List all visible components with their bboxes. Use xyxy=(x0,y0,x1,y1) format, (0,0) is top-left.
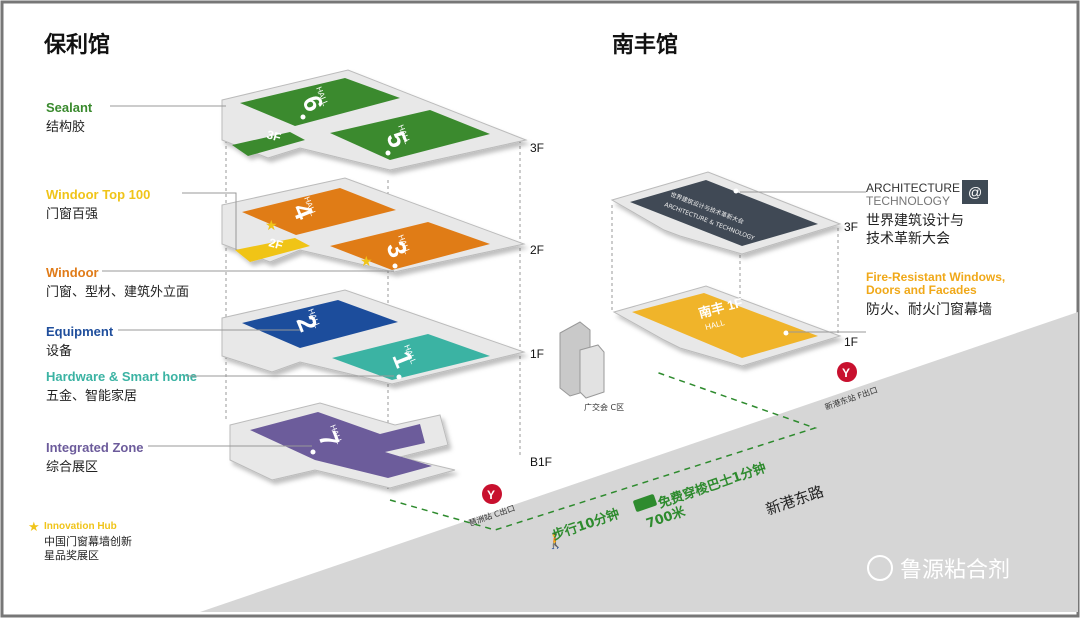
hall-2-area[interactable] xyxy=(242,300,398,348)
svg-text:Sealant: Sealant xyxy=(46,100,93,115)
legend-equipment: Equipment 设备 xyxy=(46,324,300,359)
hall-3-area[interactable] xyxy=(330,222,490,270)
hall-6-marker xyxy=(300,114,306,120)
legend-integrated: Integrated Zone 综合展区 xyxy=(46,440,312,475)
floor-1f-nanfeng xyxy=(612,285,842,367)
hall-1-area[interactable] xyxy=(332,334,490,380)
svg-text:广交会 C区: 广交会 C区 xyxy=(584,402,624,412)
floor-1f-poly xyxy=(221,289,526,385)
floor-label-2f: 2F xyxy=(530,243,544,257)
floor-label-n3f: 3F xyxy=(844,220,858,234)
svg-text:Equipment: Equipment xyxy=(46,324,114,339)
legend-innovation: ★ Innovation Hub 中国门窗幕墙创新 星品奖展区 xyxy=(28,519,132,562)
legend-windoor: Windoor 门窗、型材、建筑外立面 xyxy=(46,265,394,300)
legend-windoor-top: Windoor Top 100 门窗百强 xyxy=(46,187,237,250)
hall-4-area[interactable] xyxy=(242,188,396,235)
svg-text:Integrated Zone: Integrated Zone xyxy=(46,440,144,455)
svg-text:世界建筑设计与: 世界建筑设计与 xyxy=(866,213,964,229)
svg-text:综合展区: 综合展区 xyxy=(46,460,98,475)
svg-text:鲁源粘合剂: 鲁源粘合剂 xyxy=(900,558,1010,583)
hall-5-area[interactable] xyxy=(330,110,490,160)
svg-text:TECHNOLOGY: TECHNOLOGY xyxy=(866,194,950,208)
floor-3f-nanfeng xyxy=(610,171,842,255)
legend-sealant: Sealant 结构胶 xyxy=(46,100,226,135)
svg-text:ARCHITECTURE: ARCHITECTURE xyxy=(866,181,960,195)
svg-text:设备: 设备 xyxy=(46,343,72,359)
floor-label-b1f: B1F xyxy=(530,455,552,469)
hall-3f-number: 3F xyxy=(265,127,282,144)
nanfeng-1f-hall-area[interactable] xyxy=(632,293,818,358)
watermark: 鲁源粘合剂 xyxy=(867,555,1010,583)
hall-7-area[interactable] xyxy=(250,412,432,478)
svg-text:结构胶: 结构胶 xyxy=(46,119,85,135)
metro-f-icon xyxy=(837,362,857,382)
architecture-badge xyxy=(962,180,988,204)
architecture-badge-icon: @ xyxy=(968,184,982,200)
floor-2f-poly xyxy=(221,177,526,273)
svg-text:中国门窗幕墙创新: 中国门窗幕墙创新 xyxy=(44,534,132,548)
svg-text:Doors and Facades: Doors and Facades xyxy=(866,283,977,297)
nanfeng-building-outline xyxy=(611,205,839,360)
legend-architecture: ARCHITECTURE TECHNOLOGY @ 世界建筑设计与 技术革新大会 xyxy=(740,180,988,247)
svg-text:星品奖展区: 星品奖展区 xyxy=(44,548,99,562)
legend-hardware: Hardware & Smart home 五金、智能家居 xyxy=(46,369,394,404)
floor-3f-poly xyxy=(221,69,528,171)
svg-text:防火、耐火门窗幕墙: 防火、耐火门窗幕墙 xyxy=(866,301,992,318)
poly-hall-title: 保利馆 xyxy=(43,32,110,58)
svg-text:门窗百强: 门窗百强 xyxy=(46,206,98,222)
nanfeng-1f-marker xyxy=(783,330,789,336)
floor-label-1f: 1F xyxy=(530,347,544,361)
svg-text:Windoor: Windoor xyxy=(46,265,99,280)
hall-3-marker xyxy=(392,263,398,269)
canton-fair-c-building: 广交会 C区 xyxy=(559,321,624,412)
nanfeng-3f-hall-area[interactable] xyxy=(630,180,818,246)
nanfeng-3f-marker xyxy=(733,188,739,194)
legend-fire: Fire-Resistant Windows, Doors and Facade… xyxy=(788,270,1005,333)
hall-3f-area[interactable] xyxy=(232,132,305,156)
metro-c-icon xyxy=(482,484,502,504)
hall-5-marker xyxy=(385,150,391,156)
road xyxy=(200,312,1078,612)
innovation-star-icon: ★ xyxy=(265,217,278,233)
svg-text:Hardware & Smart home: Hardware & Smart home xyxy=(46,369,197,384)
floor-label-n1f: 1F xyxy=(844,335,858,349)
wechat-icon xyxy=(867,555,893,581)
nanfeng-hall-title: 南丰馆 xyxy=(612,32,678,58)
hall-7-marker xyxy=(310,449,316,455)
svg-text:Fire-Resistant Windows,: Fire-Resistant Windows, xyxy=(866,270,1005,284)
svg-text:Y: Y xyxy=(842,366,850,380)
hall-1-marker xyxy=(396,374,402,380)
svg-text:Y: Y xyxy=(487,488,495,502)
floor-label-3f: 3F xyxy=(530,141,544,155)
hall-6-area[interactable] xyxy=(240,78,400,126)
floor-b1f-poly xyxy=(229,402,456,489)
hall-2f-area[interactable] xyxy=(235,238,310,262)
svg-text:Innovation Hub: Innovation Hub xyxy=(44,521,117,532)
svg-text:门窗、型材、建筑外立面: 门窗、型材、建筑外立面 xyxy=(46,284,189,300)
walk-icon: 🚶 xyxy=(546,532,565,550)
innovation-star-icon-2: ★ xyxy=(360,253,373,269)
route-dashed xyxy=(389,371,818,531)
bus-icon xyxy=(633,494,657,512)
innovation-star-legend-icon: ★ xyxy=(28,519,40,534)
svg-text:技术革新大会: 技术革新大会 xyxy=(866,231,950,247)
hall-2f-number: 2F xyxy=(267,235,284,252)
svg-text:Windoor Top 100: Windoor Top 100 xyxy=(46,187,150,202)
svg-text:五金、智能家居: 五金、智能家居 xyxy=(46,388,137,404)
